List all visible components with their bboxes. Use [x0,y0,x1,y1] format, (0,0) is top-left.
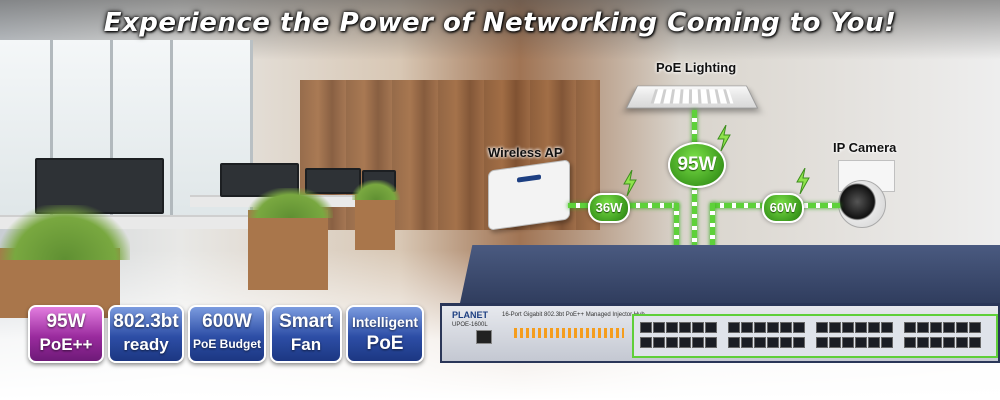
ethernet-port [728,337,740,348]
wireless-ap-icon [488,159,570,231]
ethernet-port [780,322,792,333]
ethernet-port [930,322,942,333]
ethernet-port [956,337,968,348]
ethernet-port [881,337,893,348]
ethernet-port [640,322,652,333]
badge-intelligent-poe: Intelligent PoE [346,305,424,363]
ethernet-port [904,322,916,333]
ethernet-port [855,337,867,348]
ethernet-port-block [632,314,998,358]
ethernet-port [956,322,968,333]
badge-line2: PoE++ [39,335,93,354]
ethernet-port [868,337,880,348]
badge-line1: 600W [202,311,252,332]
ethernet-port [741,337,753,348]
ethernet-port [816,322,828,333]
wireless-ap-label: Wireless AP [488,145,563,160]
status-leds [514,328,624,338]
ethernet-port [754,322,766,333]
badge-line2: ready [123,335,169,354]
ip-camera-label: IP Camera [833,140,897,155]
ethernet-port [780,337,792,348]
ethernet-port [917,337,929,348]
planter-box [248,210,328,290]
lighting-cable [692,110,697,318]
lighting-wattage-badge: 95W [668,142,726,188]
switch-front-panel: PLANET 16-Port Gigabit 802.3bt PoE++ Man… [440,303,1000,363]
ethernet-port [705,337,717,348]
badge-line1: 802.3bt [113,311,179,332]
ip-camera-icon [838,180,886,228]
ethernet-port [767,337,779,348]
ethernet-port [829,337,841,348]
ethernet-port [917,322,929,333]
grass-planter [0,205,130,260]
ethernet-port [930,337,942,348]
ethernet-port [679,337,691,348]
ethernet-port [969,337,981,348]
ethernet-port [653,322,665,333]
ethernet-port [842,337,854,348]
ethernet-port [653,337,665,348]
switch-brand-logo: PLANET [452,310,488,320]
ethernet-port [943,322,955,333]
ethernet-port [679,322,691,333]
ethernet-port [728,322,740,333]
badge-line1: Smart [279,311,333,332]
badge-802-3bt: 802.3bt ready [108,305,184,363]
ethernet-port [881,322,893,333]
ethernet-port [793,337,805,348]
badge-smart-fan: Smart Fan [270,305,342,363]
grass-planter [352,180,400,200]
ap-wattage-badge: 36W [588,193,630,223]
banner-headline: Experience the Power of Networking Comin… [103,8,897,38]
camera-wattage-badge: 60W [762,193,804,223]
ethernet-port [692,322,704,333]
ethernet-port [868,322,880,333]
planter-box [355,195,395,250]
console-port [476,330,492,344]
ethernet-port [793,322,805,333]
ethernet-port [705,322,717,333]
ethernet-port [969,322,981,333]
ethernet-port [829,322,841,333]
ethernet-port [666,322,678,333]
poe-switch: PLANET 16-Port Gigabit 802.3bt PoE++ Man… [440,245,1000,375]
ethernet-port [943,337,955,348]
ethernet-port [666,337,678,348]
ethernet-port [842,322,854,333]
badge-line2: PoE [366,333,404,354]
ethernet-port [692,337,704,348]
lightning-bolt-icon [796,168,810,194]
ethernet-port [640,337,652,348]
poe-lighting-label: PoE Lighting [656,60,737,75]
ethernet-port [855,322,867,333]
lightning-bolt-icon [623,170,637,196]
switch-top-panel [460,245,1000,303]
ethernet-port [816,337,828,348]
badge-line2: PoE Budget [193,337,261,351]
ethernet-port [767,322,779,333]
switch-model: UPOE-1600L [452,322,488,328]
badge-line2: Fan [290,335,322,354]
badge-line1: 95W [46,311,86,332]
grass-planter [248,188,333,218]
badge-600w-budget: 600W PoE Budget [188,305,266,363]
switch-description: 16-Port Gigabit 802.3bt PoE++ Managed In… [502,312,645,318]
ethernet-port [754,337,766,348]
ethernet-port [904,337,916,348]
ethernet-port [741,322,753,333]
badge-line1: Intelligent [351,314,419,330]
poe-lighting-icon [625,85,759,109]
badge-95w-poe: 95W PoE++ [28,305,104,363]
lightning-bolt-icon [717,125,731,151]
